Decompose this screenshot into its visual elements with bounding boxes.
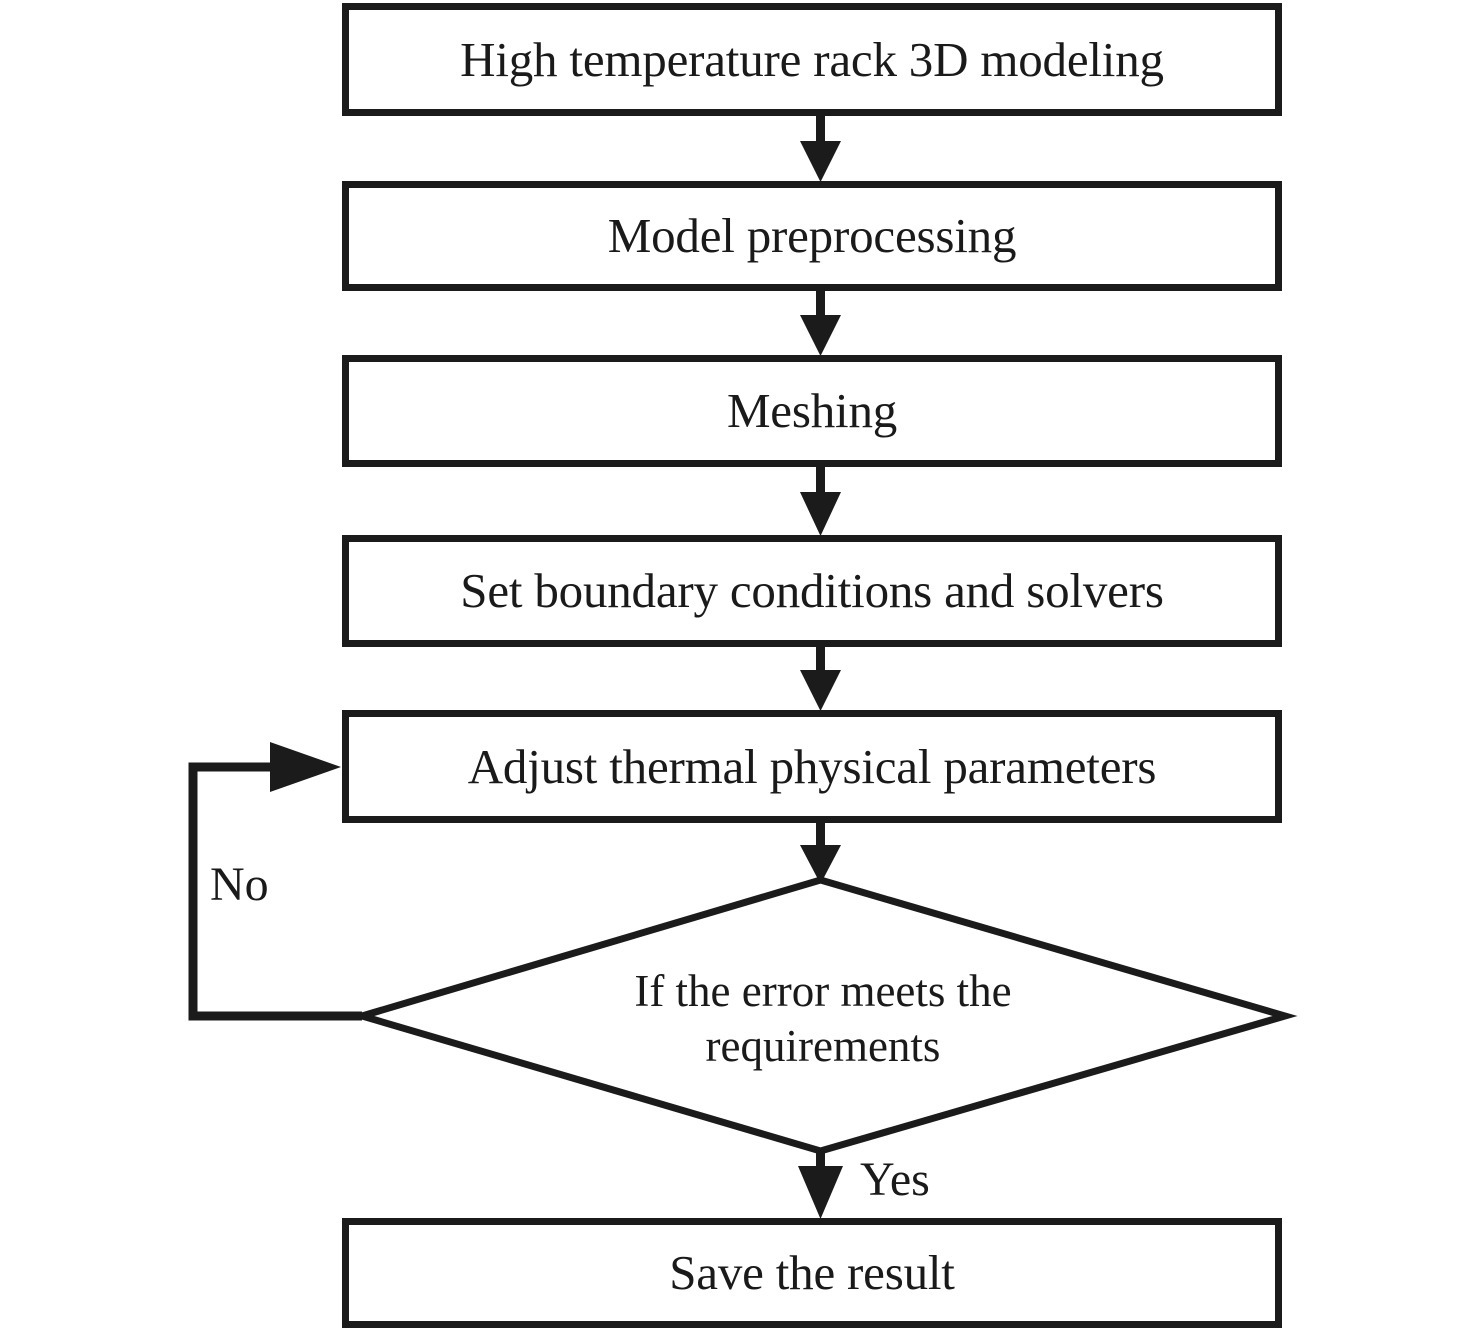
node-label: Set boundary conditions and solvers	[460, 563, 1164, 619]
node-label: High temperature rack 3D modeling	[460, 31, 1164, 87]
arrow-n3-n4	[800, 466, 841, 536]
arrow-n5-decision	[800, 822, 841, 884]
arrow-n4-n5	[800, 646, 841, 711]
node-model-preprocessing[interactable]: Model preprocessing	[342, 181, 1282, 291]
node-label: Model preprocessing	[607, 208, 1017, 264]
arrow-n1-n2	[800, 115, 841, 182]
node-label: Save the result	[669, 1245, 955, 1301]
edge-label-yes: Yes	[860, 1153, 930, 1206]
node-save-the-result[interactable]: Save the result	[342, 1218, 1282, 1328]
decision-label-line-1: If the error meets the	[634, 966, 1012, 1016]
node-adjust-thermal-physical-parameters[interactable]: Adjust thermal physical parameters	[342, 710, 1282, 823]
node-set-boundary-conditions-and-solvers[interactable]: Set boundary conditions and solvers	[342, 535, 1282, 647]
edge-label-no: No	[210, 858, 269, 911]
node-high-temperature-rack-3d-modeling[interactable]: High temperature rack 3D modeling	[342, 3, 1282, 116]
arrow-no-loop	[188, 742, 362, 1021]
node-label: Adjust thermal physical parameters	[467, 738, 1157, 794]
node-label: Meshing	[726, 383, 898, 439]
node-decision-label: If the error meets the requirements	[523, 964, 1123, 1074]
arrow-yes-decision-n7	[798, 1148, 843, 1219]
node-meshing[interactable]: Meshing	[342, 355, 1282, 467]
arrow-n2-n3	[800, 290, 841, 356]
decision-label-line-2: requirements	[705, 1020, 941, 1071]
